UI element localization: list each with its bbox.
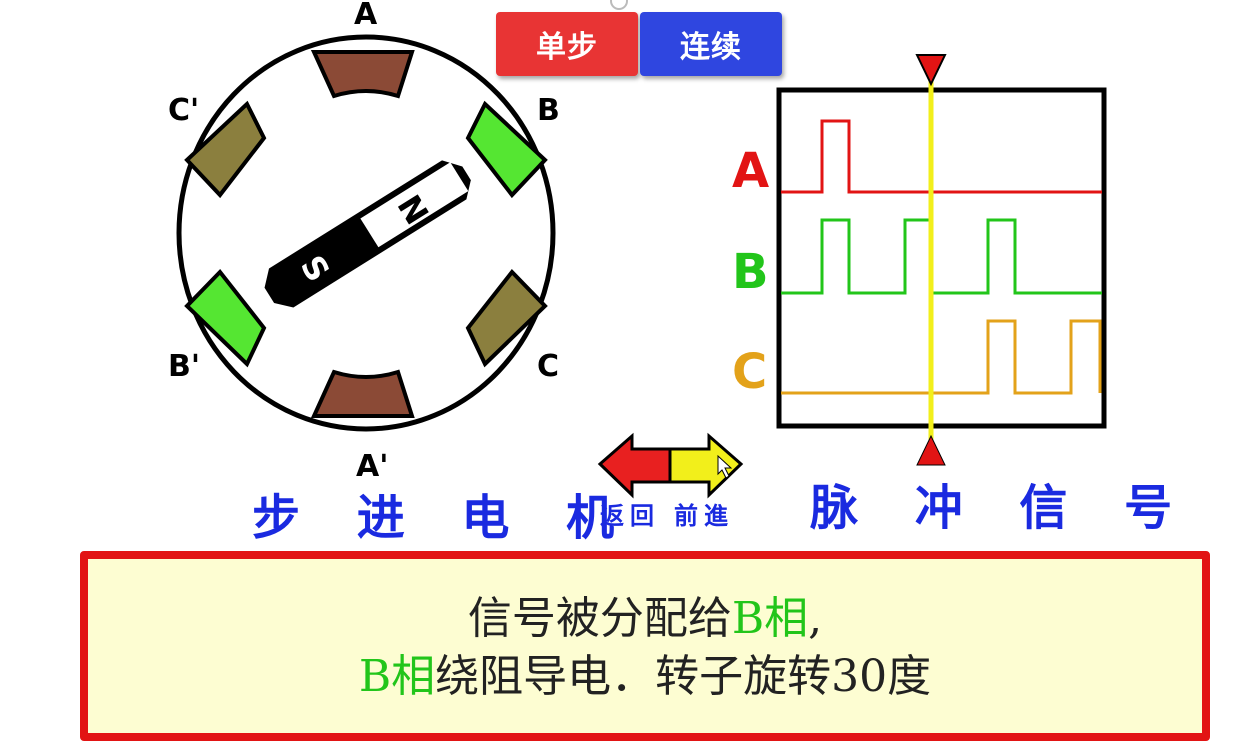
- message-panel: 信号被分配给B相, B相绕阻导电．转子旋转30度: [80, 551, 1210, 741]
- forward-arrow-icon[interactable]: [668, 432, 744, 499]
- pole-c: [465, 268, 548, 368]
- window-handle: [610, 0, 628, 10]
- pole-c-prime: [184, 100, 267, 199]
- cursor-top-marker: [915, 54, 947, 87]
- stepper-motor: N S A B C A' B' C': [168, 0, 560, 484]
- pole-label-b: B: [537, 93, 560, 128]
- pole-label-c: C: [537, 349, 559, 384]
- phase-label-c: C: [732, 344, 767, 400]
- cursor-bottom-marker: [916, 434, 946, 466]
- pole-b-prime: [184, 268, 267, 368]
- pointer-cursor-icon: [717, 454, 733, 479]
- signal-caption: 脉 冲 信 号: [810, 480, 1193, 536]
- message-line-2: B相绕阻导电．转子旋转30度: [358, 651, 932, 702]
- signal-frame: [776, 87, 1107, 429]
- back-label: 返回: [600, 501, 660, 530]
- trace-c: [781, 319, 1102, 395]
- pole-label-c-prime: C': [168, 93, 199, 128]
- step-navigation: 返回 前進: [597, 432, 744, 530]
- diagram-canvas: N S A B C A' B' C' A B C: [168, 0, 1107, 530]
- trace-a: [781, 119, 1102, 194]
- pulse-signal-chart: A B C: [732, 54, 1107, 466]
- phase-label-b: B: [732, 244, 769, 300]
- message-line-1: 信号被分配给B相,: [467, 593, 823, 644]
- pole-a-prime: [310, 369, 415, 418]
- single-step-button[interactable]: 单步: [496, 12, 638, 76]
- trace-b: [781, 218, 1102, 295]
- continuous-button[interactable]: 连续: [640, 12, 782, 76]
- motor-caption: 步 进 电 机: [252, 490, 635, 546]
- phase-label-a: A: [732, 143, 769, 199]
- rotor-magnet: N S: [264, 160, 471, 308]
- pole-label-a-prime: A': [356, 449, 388, 484]
- pole-a: [310, 50, 415, 99]
- pole-b: [465, 100, 548, 199]
- pole-label-a: A: [354, 0, 378, 32]
- forward-label: 前進: [674, 501, 734, 530]
- pole-label-b-prime: B': [168, 349, 200, 384]
